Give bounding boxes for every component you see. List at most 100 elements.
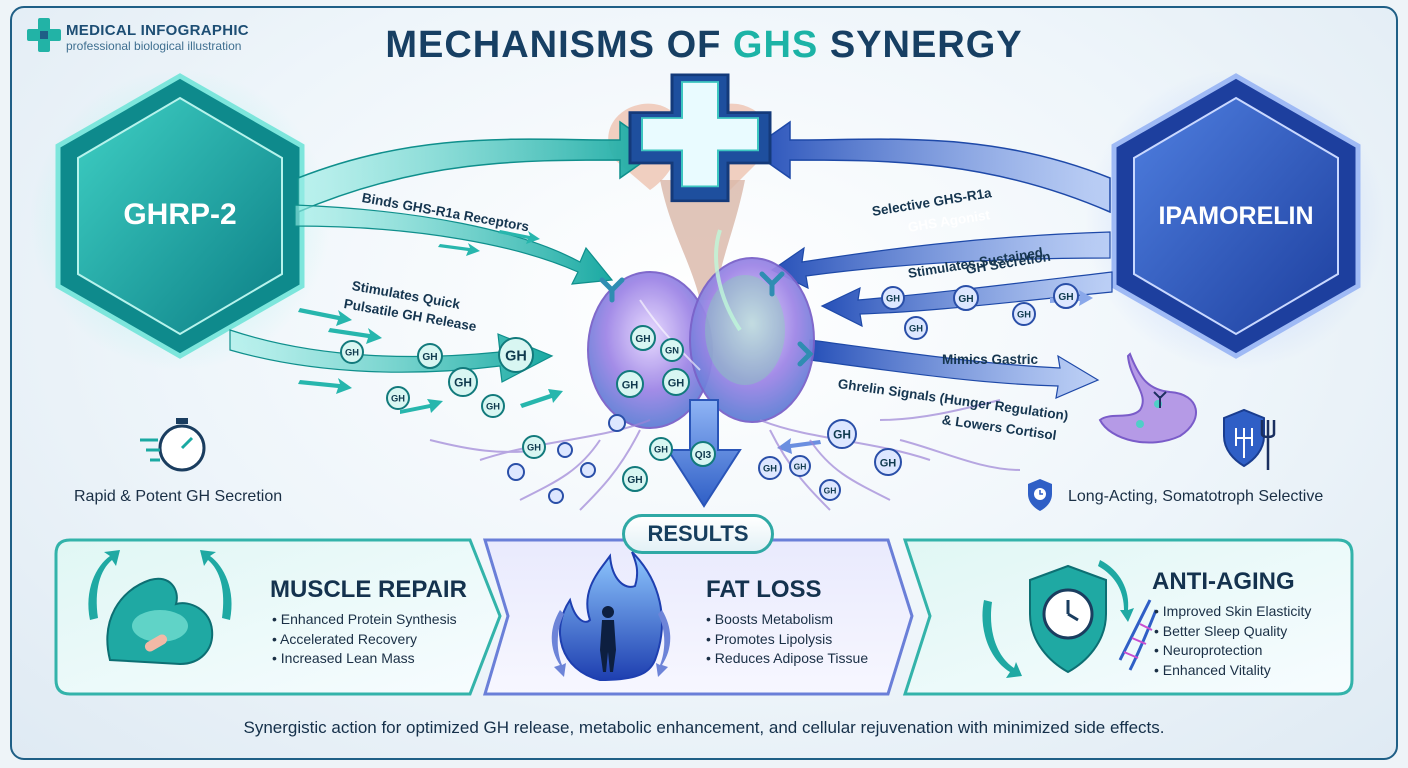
- title-part3: SYNERGY: [818, 24, 1023, 66]
- ghrelin-signal-arrow: [809, 339, 1100, 399]
- gh-label: GH: [527, 443, 541, 453]
- gh-label: GH: [1017, 310, 1031, 320]
- anti-aging-list: Improved Skin Elasticity Better Sleep Qu…: [1154, 602, 1312, 681]
- gh-label: GH: [627, 475, 642, 486]
- gh-molecule: GH: [662, 368, 690, 396]
- muscle-repair-list: Enhanced Protein Synthesis Accelerated R…: [272, 610, 457, 669]
- gh-label: GH: [635, 334, 650, 345]
- gh-molecule: GH: [448, 367, 478, 397]
- gh-molecule: GH: [881, 286, 905, 310]
- ipamorelin-hexagon: [1111, 73, 1361, 359]
- ipamorelin-label: IPAMORELIN: [1158, 202, 1314, 230]
- gh-label: GH: [886, 294, 900, 304]
- gh-label: GH: [958, 294, 973, 305]
- gh-label: GH: [345, 348, 359, 358]
- ghrp2-label: GHRP-2: [123, 198, 237, 231]
- pituitary-cross-icon: [628, 73, 772, 203]
- gh-molecule: [548, 488, 564, 504]
- list-item: Promotes Lipolysis: [706, 630, 868, 650]
- receptor-icons: [599, 271, 814, 367]
- gh-molecule: QI3: [690, 441, 716, 467]
- gh-label: GH: [833, 428, 851, 442]
- right-dart-arrow: [777, 438, 821, 454]
- list-item: Neuroprotection: [1154, 641, 1311, 661]
- gh-molecule: GH: [481, 394, 505, 418]
- gh-molecule: GH: [616, 370, 644, 398]
- gh-molecule: GH: [340, 340, 364, 364]
- gh-molecule: GH: [819, 479, 841, 501]
- gh-molecule: GH: [789, 455, 811, 477]
- gh-label: GH: [654, 445, 668, 455]
- ghrp2-summary: Rapid & Potent GH Secretion: [74, 488, 283, 505]
- clock-shield-icon: [1028, 479, 1052, 511]
- brand-subtitle: professional biological illustration: [66, 39, 242, 53]
- gh-molecule: GH: [630, 325, 656, 351]
- title-accent: GHS: [732, 24, 819, 66]
- gh-label: GH: [824, 485, 837, 495]
- gh-label: GH: [505, 349, 527, 365]
- ghrp2-hexagon: [55, 73, 305, 359]
- gh-label: GH: [454, 376, 472, 390]
- brand-cross-icon: [27, 18, 61, 52]
- gh-molecule: GH: [622, 466, 648, 492]
- gh-molecule: GH: [386, 386, 410, 410]
- muscle-repair-title: MUSCLE REPAIR: [270, 576, 467, 603]
- gh-molecule: GH: [1053, 283, 1079, 309]
- gh-label: GN: [665, 346, 679, 356]
- list-item: Increased Lean Mass: [272, 649, 457, 669]
- gh-label: GH: [763, 464, 777, 474]
- results-label: RESULTS: [622, 514, 774, 554]
- gh-molecule: GH: [904, 316, 928, 340]
- gh-molecule: [557, 442, 573, 458]
- list-item: Improved Skin Elasticity: [1154, 602, 1312, 622]
- gh-molecule: GH: [874, 448, 902, 476]
- gh-molecule: GH: [758, 456, 782, 480]
- list-item: Reduces Adipose Tissue: [706, 649, 868, 669]
- gh-molecule: GH: [417, 343, 443, 369]
- gh-molecule: GH: [953, 285, 979, 311]
- list-item: Accelerated Recovery: [272, 630, 457, 650]
- stopwatch-icon: [140, 418, 206, 472]
- gh-label: GH: [422, 352, 437, 363]
- muscle-arm-icon: [88, 550, 232, 666]
- gh-label: GH: [880, 457, 897, 469]
- ghrp2-dart-arrows: [298, 230, 563, 414]
- shield-fork-icon: [1223, 408, 1276, 470]
- gh-molecule: GH: [498, 337, 534, 373]
- gh-label: GH: [622, 379, 639, 391]
- ipamorelin-annotation-5: Mimics Gastric: [942, 352, 1039, 367]
- binds-receptor-arrow: [294, 204, 614, 285]
- footer-summary: Synergistic action for optimized GH rele…: [243, 718, 1165, 737]
- gh-label: GH: [486, 402, 500, 412]
- gh-molecule: [580, 462, 596, 478]
- title-part1: MECHANISMS OF: [385, 24, 733, 66]
- list-item: Enhanced Protein Synthesis: [272, 610, 457, 630]
- gh-label: GH: [794, 461, 807, 471]
- gh-label: GH: [1058, 292, 1073, 303]
- fat-loss-list: Boosts Metabolism Promotes Lipolysis Red…: [706, 610, 868, 669]
- ipamorelin-summary: Long-Acting, Somatotroph Selective: [1068, 488, 1324, 505]
- fat-loss-title: FAT LOSS: [706, 576, 822, 603]
- gh-molecule: [608, 414, 626, 432]
- pituitary-gland: [587, 229, 815, 429]
- list-item: Boosts Metabolism: [706, 610, 868, 630]
- gh-molecule: GH: [1012, 302, 1036, 326]
- gh-molecule: GH: [827, 419, 857, 449]
- list-item: Better Sleep Quality: [1154, 622, 1311, 642]
- gh-label: GH: [668, 377, 685, 389]
- gh-molecule: GH: [522, 435, 546, 459]
- gh-label: QI3: [695, 450, 712, 461]
- gh-molecule: GN: [660, 338, 684, 362]
- gh-label: GH: [909, 324, 923, 334]
- page-title: MECHANISMS OF GHS SYNERGY: [0, 24, 1408, 67]
- flame-body-icon: [551, 551, 671, 682]
- anti-aging-title: ANTI-AGING: [1152, 568, 1295, 595]
- gh-molecule: GH: [649, 437, 673, 461]
- list-item: Enhanced Vitality: [1154, 661, 1311, 681]
- stomach-icon: [1098, 352, 1197, 444]
- brand-title: MEDICAL INFOGRAPHIC: [66, 22, 249, 39]
- gh-label: GH: [391, 394, 405, 404]
- gh-molecule: [507, 463, 525, 481]
- brand-block: MEDICAL INFOGRAPHIC professional biologi…: [66, 22, 249, 53]
